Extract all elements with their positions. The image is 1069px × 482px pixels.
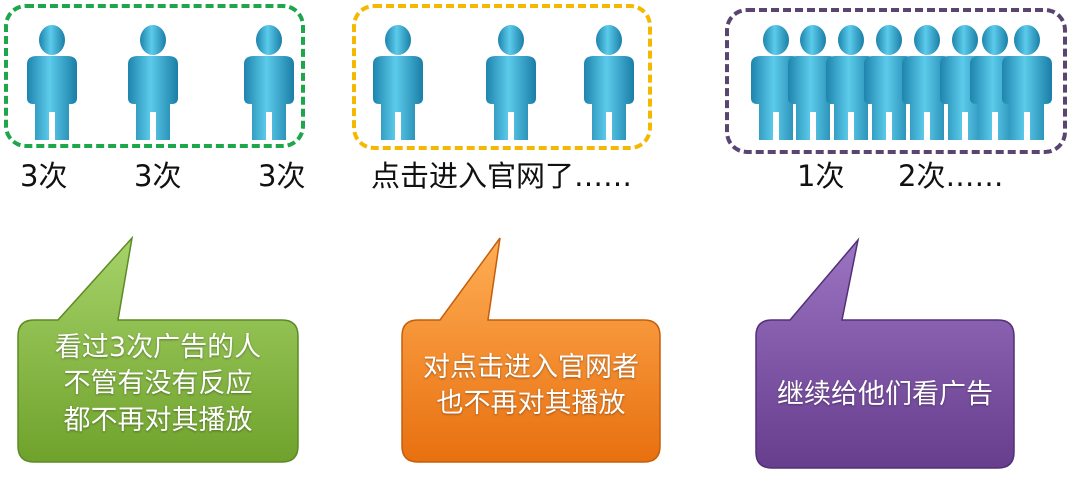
bubble-green-text: 看过3次广告的人 不管有没有反应 都不再对其播放 bbox=[18, 330, 298, 439]
person-icon bbox=[19, 22, 85, 142]
person-icon bbox=[236, 22, 302, 142]
person-icon bbox=[576, 22, 642, 142]
person-icon bbox=[365, 22, 431, 142]
person-icon bbox=[994, 22, 1060, 142]
person-icon bbox=[120, 22, 186, 142]
group-frame-purple bbox=[725, 8, 1067, 154]
view-count-label: 3次 bbox=[134, 159, 182, 193]
person-icon bbox=[478, 22, 544, 142]
bubble-line: 不管有没有反应 bbox=[63, 368, 253, 400]
clicked-label: 点击进入官网了…… bbox=[371, 159, 633, 193]
bubble-line: 都不再对其播放 bbox=[63, 404, 253, 436]
bubble-orange-text: 对点击进入官网者 也不再对其播放 bbox=[402, 350, 660, 423]
group-frame-yellow bbox=[352, 4, 652, 150]
bubble-line: 也不再对其播放 bbox=[436, 388, 626, 420]
bubble-line: 看过3次广告的人 bbox=[54, 332, 262, 363]
view-count-label: 3次 bbox=[258, 159, 306, 193]
view-count-label: 2次…… bbox=[898, 159, 1004, 193]
bubble-purple bbox=[755, 237, 1015, 469]
view-count-label: 1次 bbox=[797, 159, 845, 193]
bubble-line: 继续给他们看广告 bbox=[777, 379, 993, 410]
bubble-purple-text: 继续给他们看广告 bbox=[756, 377, 1014, 413]
bubble-line: 对点击进入官网者 bbox=[423, 352, 639, 383]
group-frame-green bbox=[4, 4, 305, 148]
view-count-label: 3次 bbox=[20, 159, 68, 193]
